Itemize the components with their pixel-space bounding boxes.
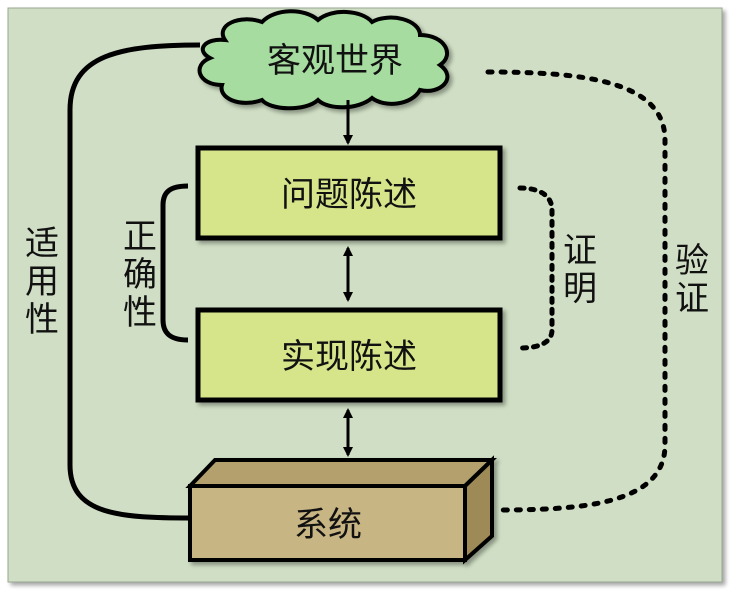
applicability-char: 适 xyxy=(25,224,59,264)
applicability-char: 性 xyxy=(25,300,59,340)
world-label: 客观世界 xyxy=(267,41,403,81)
problem-statement-label: 问题陈述 xyxy=(281,175,417,215)
verification-connector xyxy=(485,69,668,513)
correctness-label: 正 确 性 xyxy=(123,217,157,333)
proof-char: 明 xyxy=(563,269,597,309)
correctness-bracket xyxy=(160,183,189,343)
verification-char: 验 xyxy=(675,241,709,281)
system-label: 系统 xyxy=(294,505,362,545)
proof-char: 证 xyxy=(563,231,597,271)
correctness-char: 确 xyxy=(123,255,157,295)
verification-label: 验 证 xyxy=(675,241,709,319)
applicability-char: 用 xyxy=(25,262,59,302)
applicability-label: 适 用 性 xyxy=(25,224,59,340)
applicability-connector xyxy=(67,42,201,521)
verification-char: 证 xyxy=(675,279,709,319)
problem-statement-box xyxy=(195,145,503,241)
system-box xyxy=(185,455,497,565)
world-cloud xyxy=(197,9,450,111)
proof-label: 证 明 xyxy=(563,231,597,309)
correctness-char: 性 xyxy=(123,293,157,333)
implementation-statement-label: 实现陈述 xyxy=(281,337,417,377)
proof-bracket xyxy=(517,185,555,351)
implementation-statement-box xyxy=(195,307,503,403)
correctness-char: 正 xyxy=(123,217,157,257)
